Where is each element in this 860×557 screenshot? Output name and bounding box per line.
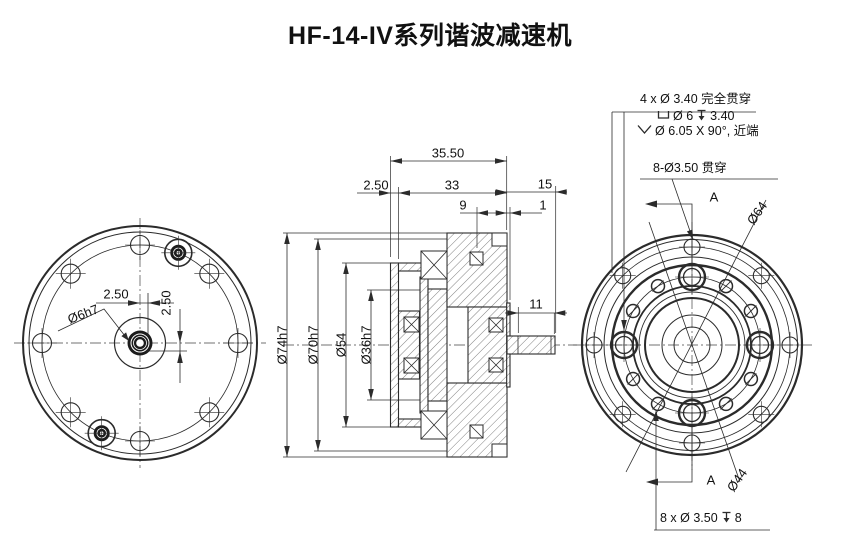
front-dim-arrows (121, 300, 183, 363)
dim-shaft-width: 15 (537, 176, 553, 192)
blind-hole-depth-text: 8 (734, 511, 742, 525)
depth-icon (721, 511, 732, 526)
counterbore-icon (657, 110, 670, 123)
end-blind-holes (625, 278, 759, 412)
end-leader-arrows (621, 200, 693, 486)
dia-cup-label: Ø54 (333, 332, 349, 358)
section-view-drawing (283, 156, 577, 458)
through-hole-callout: 8-Ø3.50 贯穿 (653, 161, 727, 175)
front-view-drawing (14, 218, 266, 468)
section-extension-lines (283, 156, 557, 458)
drawing-title: HF-14-IV系列谐波减速机 (288, 22, 572, 50)
counterbore-callout-line2: Ø 6 3.40 (657, 109, 735, 124)
counterbore-callout-text: 4 x Ø 3.40 完全贯穿 (640, 92, 752, 106)
dim-inner-width: 9 (459, 197, 467, 213)
counterbore-depth-text: 3.40 (710, 109, 735, 123)
datum-a-top: A (709, 189, 719, 205)
counterbore-callout-line3: Ø 6.05 X 90°, 近端 (637, 124, 759, 138)
counterbore-dia-text: Ø 6 (673, 109, 694, 123)
dia-pilot-label: Ø70h7 (305, 325, 321, 365)
datum-a-bottom: A (706, 472, 716, 488)
dim-step-width: 1 (539, 197, 547, 213)
end-leaders (611, 111, 778, 531)
blind-hole-callout: 8 x Ø 3.50 8 (660, 511, 742, 526)
dim-total-width: 35.50 (431, 145, 465, 161)
dim-body-width: 33 (444, 177, 460, 193)
front-hole-crosshairs (27, 230, 253, 456)
dia-outer-label: Ø74h7 (274, 325, 290, 365)
front-pin-holes (84, 235, 196, 451)
countersink-text: Ø 6.05 X 90°, 近端 (655, 123, 759, 138)
front-offset-vertical: 2.50 (158, 290, 174, 316)
counterbore-callout-line1: 4 x Ø 3.40 完全贯穿 (640, 93, 751, 106)
dia-bore-label: Ø36h7 (358, 325, 374, 365)
blind-hole-text: 8 x Ø 3.50 (660, 511, 718, 525)
front-offset-horizontal: 2.50 (103, 286, 129, 302)
section-dim-arrows (284, 158, 567, 457)
dim-shaft-length: 11 (529, 296, 543, 312)
depth-icon (696, 109, 707, 124)
dim-lip-width: 2.50 (363, 177, 389, 193)
end-view-drawing (573, 111, 812, 531)
countersink-icon (637, 124, 652, 138)
